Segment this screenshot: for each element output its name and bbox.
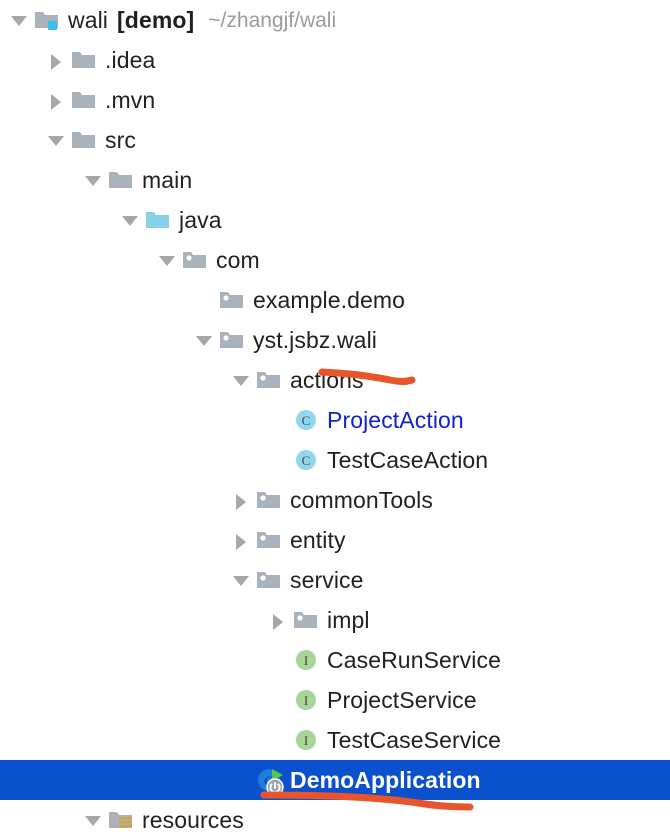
tree-row-label: ProjectService [327, 686, 477, 713]
tree-row-label: com [216, 246, 260, 273]
package-icon [256, 527, 282, 553]
twisty-spacer [269, 691, 287, 709]
tree-row-idea[interactable]: .idea [0, 40, 670, 80]
folder-icon [71, 47, 97, 73]
tree-row-resources[interactable]: resources [0, 800, 670, 840]
java-interface-icon: I [293, 647, 319, 673]
java-interface-icon: I [293, 687, 319, 713]
java-interface-icon: I [293, 727, 319, 753]
twisty-spacer [269, 411, 287, 429]
package-icon [219, 287, 245, 313]
package-icon [256, 367, 282, 393]
twisty-spacer [269, 651, 287, 669]
resources-root-folder-icon [108, 807, 134, 833]
svg-text:C: C [302, 413, 311, 428]
tree-row-label: service [290, 566, 364, 593]
tree-row-label: wali [68, 6, 109, 33]
tree-row-common-tools[interactable]: commonTools [0, 480, 670, 520]
tree-row-label: impl [327, 606, 370, 633]
tree-row-wali[interactable]: wali [demo] ~/zhangjf/wali [0, 0, 670, 40]
tree-row-label: .idea [105, 46, 156, 73]
tree-row-label: ProjectAction [327, 406, 464, 433]
chevron-down-icon[interactable] [10, 11, 28, 29]
svg-text:I: I [304, 693, 308, 708]
tree-row-main[interactable]: main [0, 160, 670, 200]
tree-row-label: CaseRunService [327, 646, 501, 673]
chevron-right-icon[interactable] [232, 531, 250, 550]
tree-row-label: TestCaseAction [327, 446, 489, 473]
tree-row-label: src [105, 126, 136, 153]
tree-row-test-case-action[interactable]: C TestCaseAction [0, 440, 670, 480]
tree-row-label: DemoApplication [290, 766, 481, 793]
chevron-right-icon[interactable] [47, 91, 65, 110]
tree-row-impl[interactable]: impl [0, 600, 670, 640]
chevron-down-icon[interactable] [47, 131, 65, 149]
package-icon [256, 567, 282, 593]
tree-row-module-tag: [demo] [117, 6, 195, 33]
tree-row-label: yst.jsbz.wali [253, 326, 377, 353]
tree-row-test-case-service[interactable]: I TestCaseService [0, 720, 670, 760]
java-class-icon: C [293, 407, 319, 433]
tree-row-label: resources [142, 806, 244, 833]
chevron-down-icon[interactable] [121, 211, 139, 229]
tree-row-label: .mvn [105, 86, 156, 113]
twisty-spacer [195, 291, 213, 309]
tree-row-src[interactable]: src [0, 120, 670, 160]
tree-row-label: actions [290, 366, 364, 393]
java-class-icon: C [293, 447, 319, 473]
package-icon [293, 607, 319, 633]
tree-row-actions[interactable]: actions [0, 360, 670, 400]
tree-row-example-demo[interactable]: example.demo [0, 280, 670, 320]
folder-icon [108, 167, 134, 193]
tree-row-label: entity [290, 526, 346, 553]
tree-row-label: commonTools [290, 486, 433, 513]
tree-row-demo-application[interactable]: CDemoApplication [0, 760, 670, 800]
folder-icon [71, 127, 97, 153]
folder-icon [71, 87, 97, 113]
chevron-right-icon[interactable] [269, 611, 287, 630]
tree-row-label: java [179, 206, 222, 233]
chevron-right-icon[interactable] [232, 491, 250, 510]
tree-row-case-run-service[interactable]: I CaseRunService [0, 640, 670, 680]
chevron-down-icon[interactable] [232, 371, 250, 389]
chevron-down-icon[interactable] [195, 331, 213, 349]
svg-text:C: C [302, 453, 311, 468]
package-icon [256, 487, 282, 513]
chevron-right-icon[interactable] [47, 51, 65, 70]
tree-row-com[interactable]: com [0, 240, 670, 280]
svg-text:I: I [304, 733, 308, 748]
spring-boot-runnable-class-icon: C [256, 767, 284, 796]
tree-row-label: TestCaseService [327, 726, 502, 753]
tree-row-project-action[interactable]: C ProjectAction [0, 400, 670, 440]
tree-row-path: ~/zhangjf/wali [208, 8, 337, 32]
svg-text:I: I [304, 653, 308, 668]
tree-row-service[interactable]: service [0, 560, 670, 600]
tree-row-java[interactable]: java [0, 200, 670, 240]
chevron-down-icon[interactable] [84, 811, 102, 829]
tree-row-entity[interactable]: entity [0, 520, 670, 560]
package-icon [219, 327, 245, 353]
tree-row-label: example.demo [253, 286, 406, 313]
tree-row-label: main [142, 166, 193, 193]
chevron-down-icon[interactable] [84, 171, 102, 189]
tree-row-project-service[interactable]: I ProjectService [0, 680, 670, 720]
twisty-spacer [232, 771, 250, 789]
twisty-spacer [269, 731, 287, 749]
tree-row-mvn[interactable]: .mvn [0, 80, 670, 120]
module-folder-icon [34, 7, 60, 33]
chevron-down-icon[interactable] [232, 571, 250, 589]
twisty-spacer [269, 451, 287, 469]
chevron-down-icon[interactable] [158, 251, 176, 269]
source-root-folder-icon [145, 207, 171, 233]
package-icon [182, 247, 208, 273]
tree-row-yst-jsbz-wali[interactable]: yst.jsbz.wali [0, 320, 670, 360]
